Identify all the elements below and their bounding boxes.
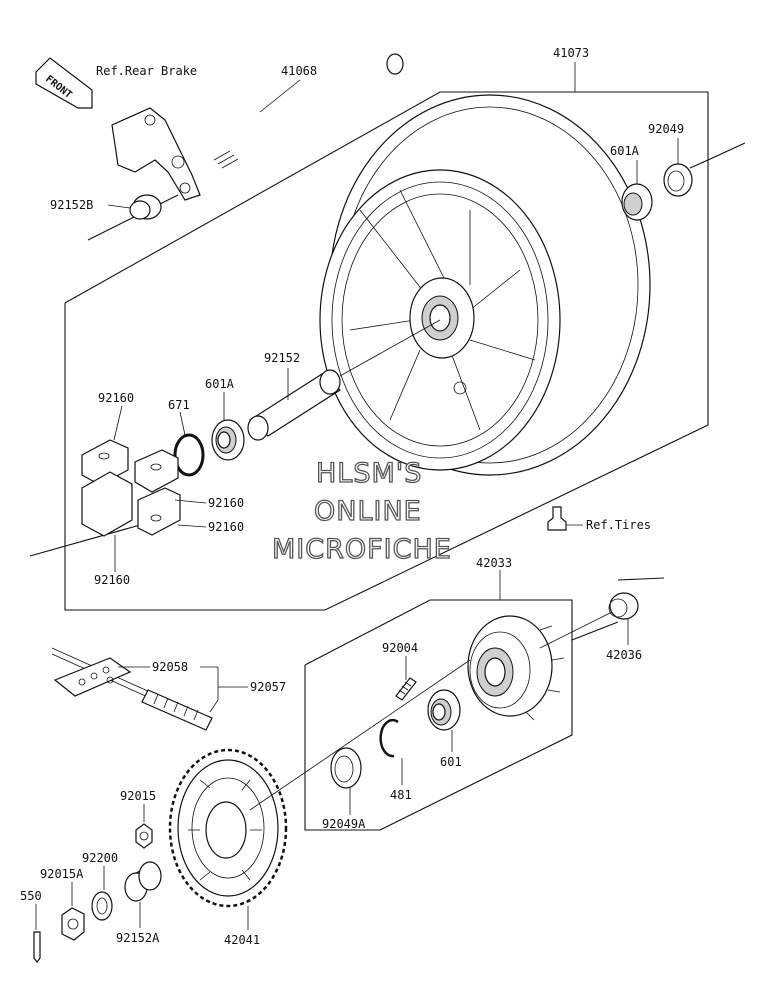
seal-92049: [663, 163, 693, 197]
label-92015: 92015: [120, 789, 156, 803]
rear-sprocket-42041: [168, 659, 471, 908]
watermark-line-1: HLSM'S: [316, 458, 422, 489]
rear-brake-bracket: [111, 107, 201, 201]
label-42041: 42041: [224, 933, 260, 947]
label-601: 601: [440, 755, 462, 769]
label-671: 671: [168, 398, 190, 412]
front-arrow: FRONT: [35, 57, 93, 109]
o-ring-671: [173, 433, 205, 477]
label-550: 550: [20, 889, 42, 903]
bearing-601a-upper: [621, 183, 653, 221]
seal-92049a: [330, 747, 362, 789]
label-92058: 92058: [152, 660, 188, 674]
label-92200: 92200: [82, 851, 118, 865]
tire-valve: [547, 506, 567, 531]
label-92160-top: 92160: [98, 391, 134, 405]
leader-lines: [35, 62, 679, 930]
label-42036: 42036: [606, 648, 642, 662]
label-92152a: 92152A: [116, 931, 160, 945]
nut-92015: [135, 823, 153, 849]
master-link-92058: [53, 657, 132, 697]
axle-nut-92015a: [61, 907, 85, 941]
label-92152: 92152: [264, 351, 300, 365]
label-41068: 41068: [281, 64, 317, 78]
label-42033: 42033: [476, 556, 512, 570]
label-92160-low: 92160: [208, 520, 244, 534]
collar-92152a: [124, 861, 162, 902]
label-92004: 92004: [382, 641, 418, 655]
assembly-outline-upper: [29, 91, 746, 611]
label-92015a: 92015A: [40, 867, 84, 881]
label-92152b: 92152B: [50, 198, 93, 212]
label-92160-bottom: 92160: [94, 573, 130, 587]
bearing-601: [427, 689, 461, 731]
watermark-line-3: MICROFICHE: [272, 534, 452, 565]
drive-chain-92057: [51, 647, 213, 731]
watermark-line-2: ONLINE: [314, 496, 422, 527]
collar-92152b: [129, 194, 162, 220]
rear-axle: [213, 53, 404, 169]
label-601a-lower: 601A: [205, 377, 235, 391]
label-92160-mid: 92160: [208, 496, 244, 510]
bearing-601a-lower: [211, 419, 245, 461]
label-92049a: 92049A: [322, 817, 366, 831]
label-92057: 92057: [250, 680, 286, 694]
label-ref-rear-brake: Ref.Rear Brake: [96, 64, 197, 78]
circlip-481: [379, 718, 399, 758]
hub-dampers-92160: [81, 439, 181, 537]
coupling-collar-42036: [539, 592, 639, 649]
label-601a-upper: 601A: [610, 144, 640, 158]
label-41073: 41073: [553, 46, 589, 60]
watermark: HLSM'S ONLINE MICROFICHE: [271, 457, 452, 565]
rear-wheel: [319, 94, 651, 476]
label-ref-tires: Ref.Tires: [586, 518, 651, 532]
sprocket-coupling-42033: [467, 615, 565, 721]
label-481: 481: [390, 788, 412, 802]
assembly-outline-lower: [304, 577, 665, 831]
part-labels: Ref.Rear Brake 41068 41073 92049 601A 92…: [20, 46, 684, 947]
label-92049: 92049: [648, 122, 684, 136]
stud-92004: [395, 677, 417, 701]
cotter-pin-550: [33, 931, 41, 963]
collar-92152: [247, 319, 441, 441]
washer-92200: [91, 891, 113, 921]
